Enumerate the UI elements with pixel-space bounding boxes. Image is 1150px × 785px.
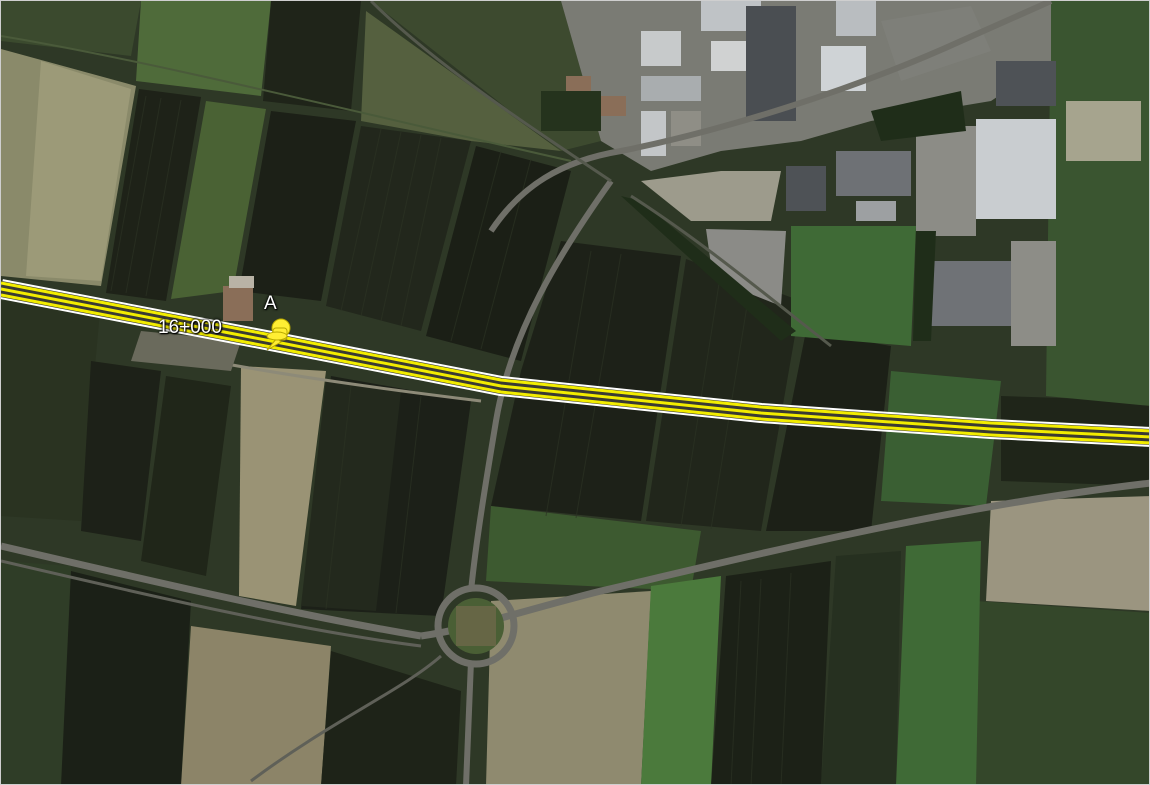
route-line [1, 279, 1149, 447]
roundabout [434, 584, 518, 668]
marker-label[interactable]: A [264, 293, 277, 314]
industrial-buildings [561, 1, 1056, 346]
tree-lines [541, 91, 966, 341]
field-rows [110, 95, 792, 784]
farm-buildings [131, 276, 254, 371]
chainage-label: 16+000 [158, 317, 222, 338]
pushpin-icon[interactable] [266, 318, 291, 351]
